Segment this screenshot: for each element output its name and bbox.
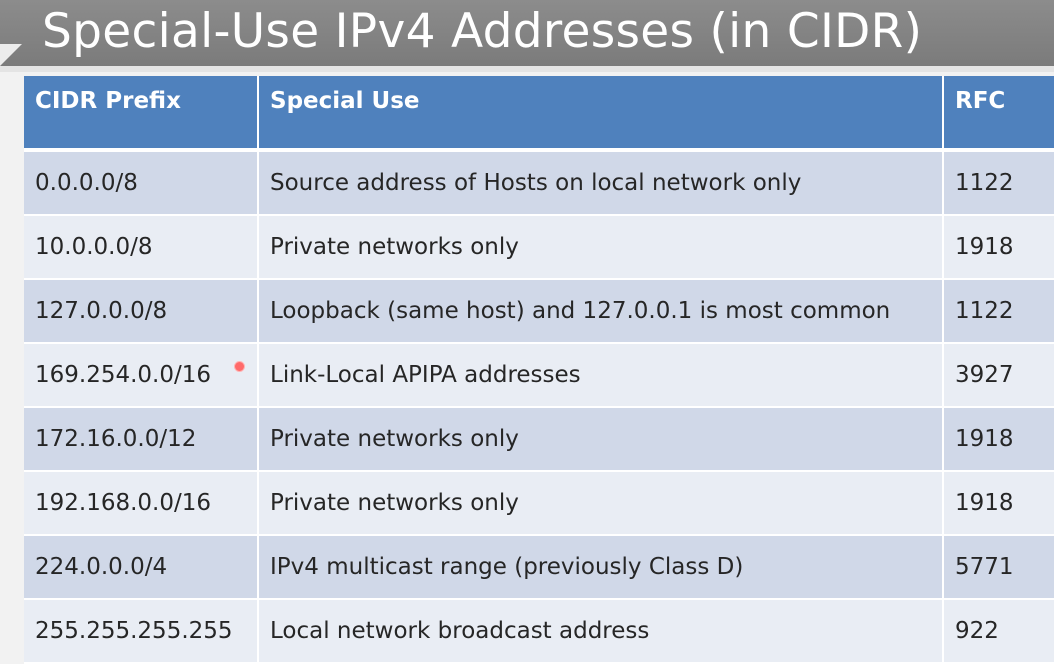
cell-use: IPv4 multicast range (previously Class D… bbox=[258, 535, 944, 600]
table-row: 192.168.0.0/16 Private networks only 191… bbox=[24, 471, 1054, 536]
header-cidr-prefix: CIDR Prefix bbox=[24, 76, 259, 152]
cell-use: Private networks only bbox=[258, 407, 944, 472]
cell-prefix: 127.0.0.0/8 bbox=[24, 279, 259, 344]
table-row: 169.254.0.0/16 Link-Local APIPA addresse… bbox=[24, 343, 1054, 408]
cell-use: Private networks only bbox=[258, 471, 944, 536]
cell-use: Source address of Hosts on local network… bbox=[258, 150, 944, 216]
cell-use: Link-Local APIPA addresses bbox=[258, 343, 944, 408]
cell-use: Loopback (same host) and 127.0.0.1 is mo… bbox=[258, 279, 944, 344]
slide-title: Special-Use IPv4 Addresses (in CIDR) bbox=[42, 4, 923, 59]
cell-rfc: 1918 bbox=[943, 471, 1054, 536]
cell-prefix: 172.16.0.0/12 bbox=[24, 407, 259, 472]
cell-rfc: 922 bbox=[943, 599, 1054, 664]
cell-use: Private networks only bbox=[258, 215, 944, 280]
slide-corner-fold bbox=[0, 44, 22, 66]
header-special-use: Special Use bbox=[258, 76, 944, 152]
special-use-table: CIDR Prefix Special Use RFC 0.0.0.0/8 So… bbox=[24, 76, 1054, 664]
cell-prefix: 0.0.0.0/8 bbox=[24, 150, 259, 216]
cell-use: Local network broadcast address bbox=[258, 599, 944, 664]
cell-prefix: 10.0.0.0/8 bbox=[24, 215, 259, 280]
table-row: 255.255.255.255 Local network broadcast … bbox=[24, 599, 1054, 664]
cell-rfc: 1918 bbox=[943, 407, 1054, 472]
cell-prefix: 255.255.255.255 bbox=[24, 599, 259, 664]
header-rfc: RFC bbox=[943, 76, 1054, 152]
cell-rfc: 1122 bbox=[943, 279, 1054, 344]
cell-prefix: 192.168.0.0/16 bbox=[24, 471, 259, 536]
table-row: 10.0.0.0/8 Private networks only 1918 bbox=[24, 215, 1054, 280]
table-row: 172.16.0.0/12 Private networks only 1918 bbox=[24, 407, 1054, 472]
table-row: 127.0.0.0/8 Loopback (same host) and 127… bbox=[24, 279, 1054, 344]
cell-rfc: 1918 bbox=[943, 215, 1054, 280]
table-row: 224.0.0.0/4 IPv4 multicast range (previo… bbox=[24, 535, 1054, 600]
cell-prefix: 224.0.0.0/4 bbox=[24, 535, 259, 600]
cell-rfc: 1122 bbox=[943, 150, 1054, 216]
cell-rfc: 5771 bbox=[943, 535, 1054, 600]
pointer-dot-icon bbox=[234, 361, 245, 372]
cell-rfc: 3927 bbox=[943, 343, 1054, 408]
table-row: 0.0.0.0/8 Source address of Hosts on loc… bbox=[24, 150, 1054, 216]
title-bar: Special-Use IPv4 Addresses (in CIDR) bbox=[0, 0, 1054, 72]
cell-prefix: 169.254.0.0/16 bbox=[24, 343, 259, 408]
table-header-row: CIDR Prefix Special Use RFC bbox=[24, 76, 1054, 152]
